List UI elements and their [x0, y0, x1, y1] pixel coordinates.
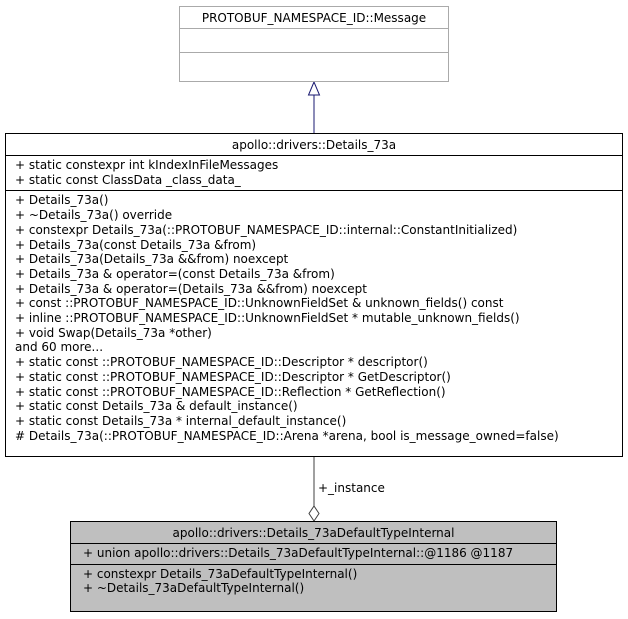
method-line: + Details_73a(Details_73a &&from) noexce…	[15, 252, 289, 267]
method-line: + static const Details_73a & default_ins…	[15, 399, 298, 414]
method-line: + constexpr Details_73aDefaultTypeIntern…	[83, 566, 358, 581]
attribute-line: + static const ClassData _class_data_	[15, 172, 241, 187]
base-class-attributes	[180, 29, 448, 53]
base-class-methods	[180, 53, 448, 76]
more-methods-note: and 60 more...	[15, 340, 104, 355]
method-line: + static const ::PROTOBUF_NAMESPACE_ID::…	[15, 355, 428, 370]
method-line: # Details_73a(::PROTOBUF_NAMESPACE_ID::A…	[15, 428, 559, 443]
composition-edge-label: +_instance	[318, 481, 385, 495]
method-line: + inline ::PROTOBUF_NAMESPACE_ID::Unknow…	[15, 311, 520, 326]
method-line: + const ::PROTOBUF_NAMESPACE_ID::Unknown…	[15, 296, 504, 311]
main-class-name: apollo::drivers::Details_73a	[6, 134, 622, 156]
attribute-line: + static constexpr int kIndexInFileMessa…	[15, 158, 279, 172]
method-line: + Details_73a & operator=(const Details_…	[15, 266, 335, 281]
base-class-box[interactable]: PROTOBUF_NAMESPACE_ID::Message	[179, 6, 449, 82]
method-line: + Details_73a & operator=(Details_73a &&…	[15, 281, 367, 296]
method-line: + static const ::PROTOBUF_NAMESPACE_ID::…	[15, 369, 451, 384]
main-class-methods: + Details_73a() + ~Details_73a() overrid…	[6, 191, 622, 446]
default-type-class-attributes: + union apollo::drivers::Details_73aDefa…	[71, 544, 556, 565]
inheritance-arrowhead	[307, 80, 321, 96]
default-type-class-methods: + constexpr Details_73aDefaultTypeIntern…	[71, 565, 556, 599]
method-line: + void Swap(Details_73a *other)	[15, 325, 212, 340]
method-line: + ~Details_73a() override	[15, 208, 173, 223]
method-line: + Details_73a(const Details_73a &from)	[15, 237, 257, 252]
base-class-name: PROTOBUF_NAMESPACE_ID::Message	[180, 7, 448, 29]
main-class-box[interactable]: apollo::drivers::Details_73a + static co…	[5, 133, 623, 457]
method-line: + constexpr Details_73a(::PROTOBUF_NAMES…	[15, 222, 518, 237]
method-line: + static const ::PROTOBUF_NAMESPACE_ID::…	[15, 384, 446, 399]
default-type-class-box[interactable]: apollo::drivers::Details_73aDefaultTypeI…	[70, 521, 557, 612]
attribute-line: + union apollo::drivers::Details_73aDefa…	[83, 546, 514, 560]
method-line: + static const Details_73a * internal_de…	[15, 413, 347, 428]
method-line: + Details_73a()	[15, 193, 109, 208]
composition-diamond	[308, 505, 320, 522]
method-line: + ~Details_73aDefaultTypeInternal()	[83, 581, 305, 596]
default-type-class-name: apollo::drivers::Details_73aDefaultTypeI…	[71, 522, 556, 544]
main-class-attributes: + static constexpr int kIndexInFileMessa…	[6, 156, 622, 192]
